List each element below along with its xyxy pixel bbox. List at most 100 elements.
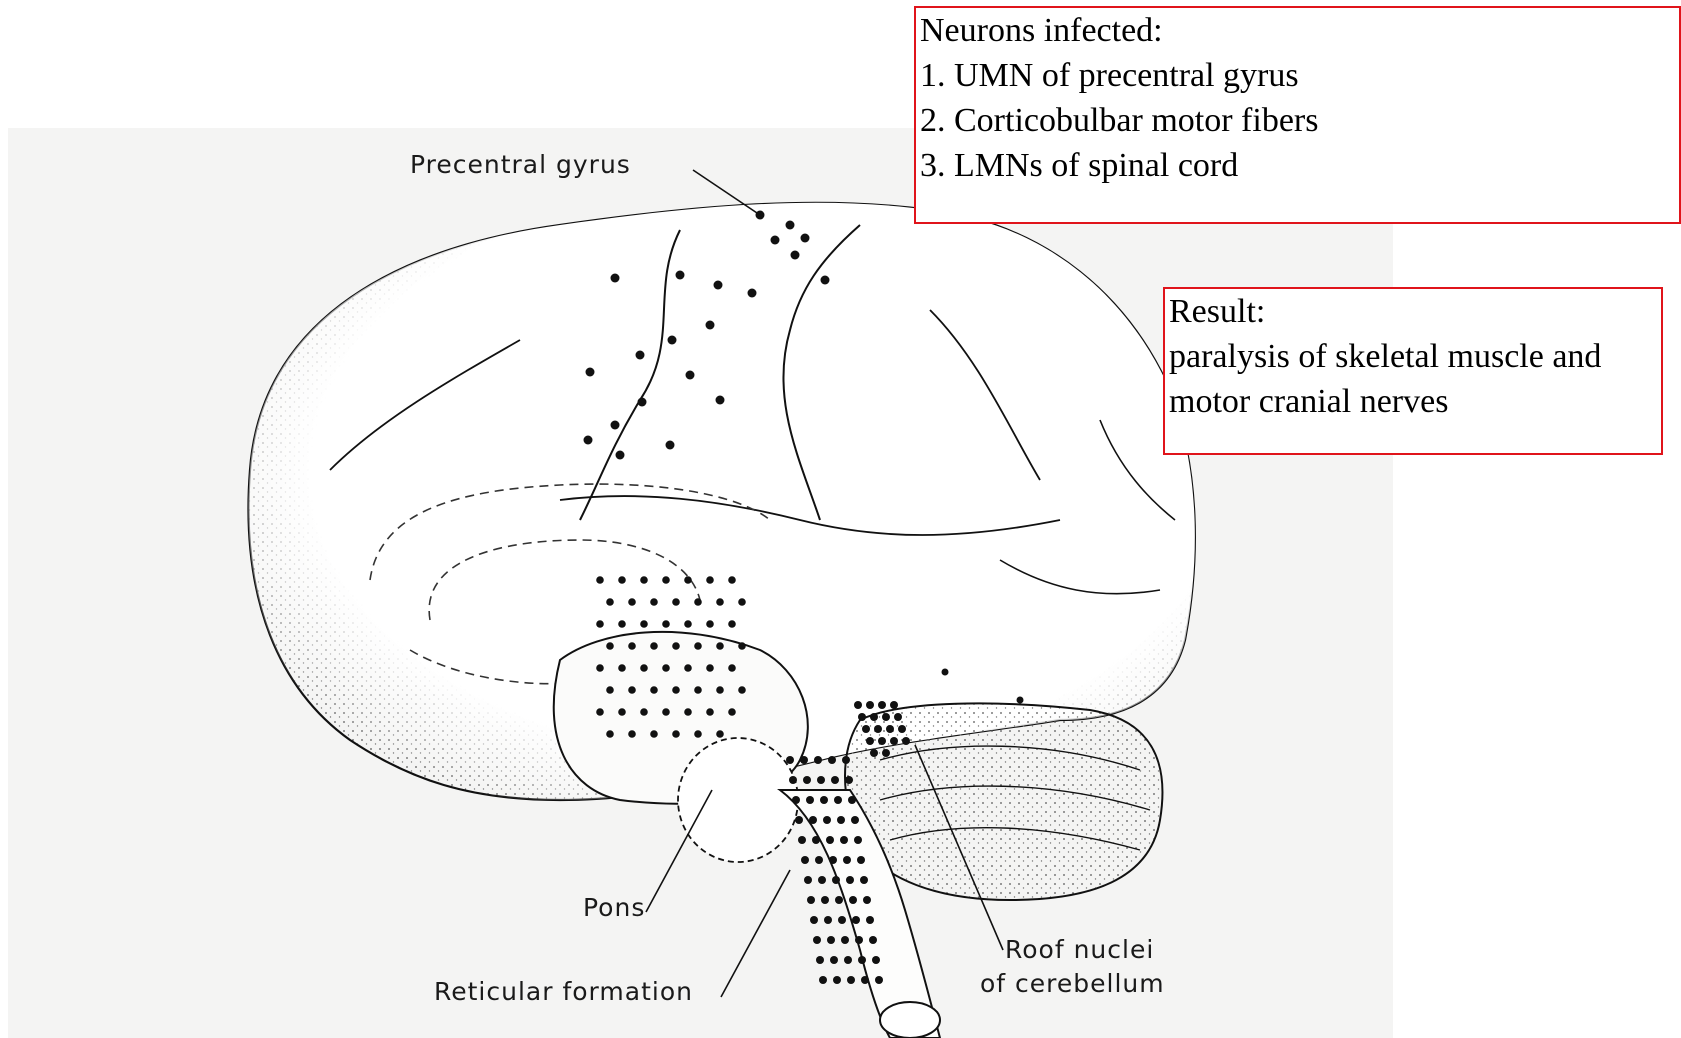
neuron-dot [817, 776, 825, 784]
neuron-dot [840, 836, 848, 844]
neuron-dot [875, 976, 883, 984]
neuron-dot [706, 576, 714, 584]
neuron-dot [855, 936, 863, 944]
neuron-dot [870, 749, 878, 757]
neuron-dot [1017, 697, 1024, 704]
brain-illustration: Precentral gyrus Pons Reticular formatio… [8, 128, 1393, 1038]
neuron-dot [837, 816, 845, 824]
neuron-dot [820, 796, 828, 804]
neuron-dot [810, 916, 818, 924]
neuron-dot [666, 441, 675, 450]
result-line: motor cranial nerves [1169, 379, 1661, 424]
neuron-dot [882, 713, 890, 721]
neuron-dot [628, 598, 636, 606]
neuron-dot [611, 421, 620, 430]
neuron-dot [586, 368, 595, 377]
neuron-dot [596, 664, 604, 672]
neurons-infected-callout: Neurons infected: 1. UMN of precentral g… [914, 6, 1681, 224]
neuron-dot [878, 737, 886, 745]
neuron-dot [813, 936, 821, 944]
label-roof-nuclei-line1: Roof nuclei [1005, 935, 1154, 964]
neuron-dot [628, 642, 636, 650]
neuron-dot [706, 321, 715, 330]
neuron-dot [835, 896, 843, 904]
neuron-dot [728, 708, 736, 716]
neuron-dot [874, 725, 882, 733]
neuron-dot [795, 816, 803, 824]
neuron-dot [618, 620, 626, 628]
neurons-infected-heading: Neurons infected: [920, 8, 1679, 53]
neuron-dot [852, 916, 860, 924]
neuron-dot [854, 836, 862, 844]
neuron-dot [662, 664, 670, 672]
neuron-dot [942, 669, 949, 676]
neuron-dot [684, 576, 692, 584]
neuron-dot [847, 976, 855, 984]
neuron-dot [638, 398, 647, 407]
neuron-dot [728, 620, 736, 628]
neuron-dot [833, 976, 841, 984]
neuron-dot [618, 576, 626, 584]
neuron-dot [628, 730, 636, 738]
neuron-dot [814, 756, 822, 764]
neuron-dot [668, 336, 677, 345]
neuron-dot [606, 642, 614, 650]
neuron-dot [878, 701, 886, 709]
neuron-dot [801, 234, 810, 243]
neuron-dot [650, 598, 658, 606]
label-roof-nuclei-line2: of cerebellum [980, 969, 1165, 998]
label-reticular-formation: Reticular formation [434, 977, 693, 1006]
neuron-dot [636, 351, 645, 360]
neuron-dot [706, 708, 714, 716]
neuron-dot [706, 664, 714, 672]
neuron-dot [618, 708, 626, 716]
neuron-dot [858, 956, 866, 964]
neuron-dot [800, 756, 808, 764]
neurons-infected-item: 2. Corticobulbar motor fibers [920, 98, 1679, 143]
neuron-dot [684, 664, 692, 672]
neuron-dot [845, 776, 853, 784]
neuron-dot [650, 730, 658, 738]
neuron-dot [866, 916, 874, 924]
neuron-dot [824, 916, 832, 924]
neuron-dot [846, 876, 854, 884]
neuron-dot [872, 956, 880, 964]
neuron-dot [863, 896, 871, 904]
neuron-dot [786, 221, 795, 230]
neuron-dot [611, 274, 620, 283]
neuron-dot [886, 725, 894, 733]
neuron-dot [821, 896, 829, 904]
neuron-dot [830, 956, 838, 964]
result-line: paralysis of skeletal muscle and [1169, 334, 1661, 379]
label-pons: Pons [583, 893, 645, 922]
neuron-dot [716, 598, 724, 606]
neuron-dot [870, 713, 878, 721]
neuron-dot [890, 737, 898, 745]
neuron-dot [640, 708, 648, 716]
neuron-dot [828, 756, 836, 764]
neuron-dot [829, 856, 837, 864]
neuron-dot [809, 816, 817, 824]
neuron-dot [640, 620, 648, 628]
neuron-dot [596, 576, 604, 584]
neuron-dot [816, 956, 824, 964]
neuron-dot [866, 701, 874, 709]
result-callout: Result: paralysis of skeletal muscle and… [1163, 287, 1663, 455]
neuron-dot [894, 713, 902, 721]
neuron-dot [857, 856, 865, 864]
neuron-dot [869, 936, 877, 944]
neuron-dot [676, 271, 685, 280]
neuron-dot [819, 976, 827, 984]
neuron-dot [826, 836, 834, 844]
neuron-dot [618, 664, 626, 672]
neuron-dot [672, 598, 680, 606]
neuron-dot [606, 686, 614, 694]
neuron-dot [686, 371, 695, 380]
neuron-dot [843, 856, 851, 864]
neuron-dot [694, 598, 702, 606]
neuron-dot [849, 896, 857, 904]
neuron-dot [798, 836, 806, 844]
neuron-dot [694, 642, 702, 650]
neuron-dot [882, 749, 890, 757]
neuron-dot [662, 620, 670, 628]
